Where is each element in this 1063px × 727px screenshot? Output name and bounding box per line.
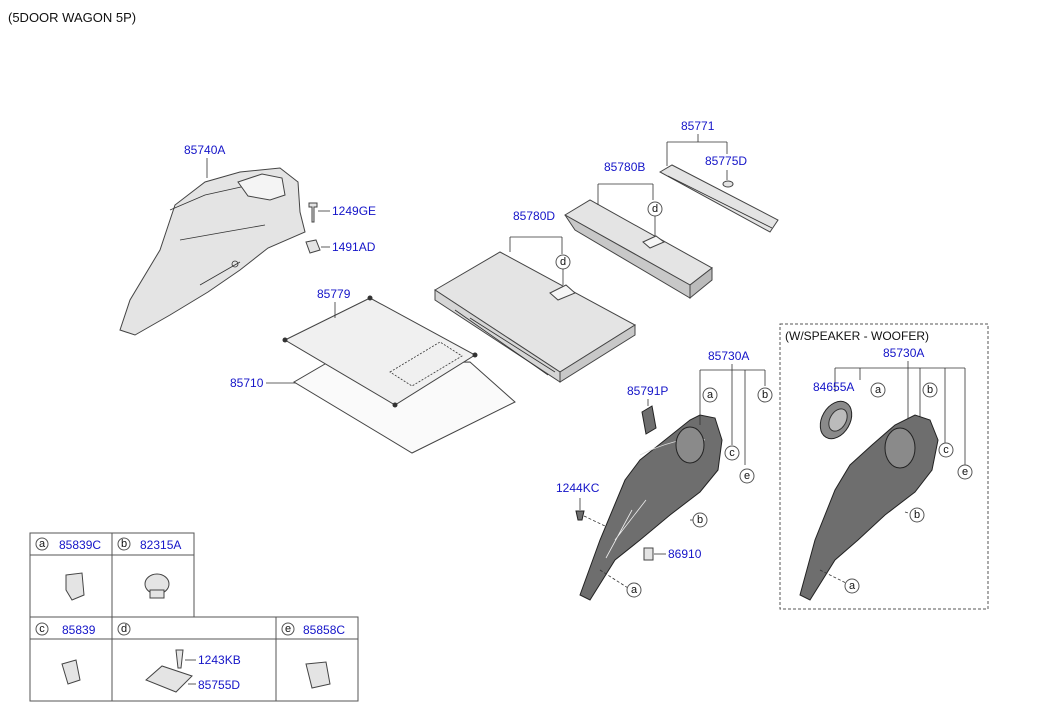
woofer-option-box [779, 323, 989, 610]
transverse-trim-part [658, 164, 779, 233]
svg-text:d: d [121, 623, 127, 635]
label-1249GE: 1249GE [332, 204, 376, 218]
svg-text:d: d [560, 256, 566, 268]
svg-text:b: b [697, 514, 703, 526]
legend-cell-e: e 85858C [281, 622, 345, 689]
callout-a-woofer-top: a [870, 382, 886, 398]
quarter-trim-left-part [119, 167, 306, 336]
svg-text:a: a [849, 580, 856, 592]
svg-text:a: a [707, 389, 714, 401]
svg-text:b: b [121, 538, 127, 550]
callout-a-main-bottom: a [626, 582, 642, 598]
cargo-mat-part [293, 361, 516, 454]
svg-text:a: a [875, 384, 882, 396]
legend-d-sub2: 85755D [198, 678, 240, 692]
label-85740A: 85740A [184, 143, 225, 157]
callout-a-main-top: a [702, 387, 718, 403]
callout-d-tray-front: d [555, 254, 571, 270]
callout-e-woofer: e [957, 464, 973, 480]
callout-b-main-top: b [757, 387, 773, 403]
legend-b-part: 82315A [140, 538, 181, 552]
woofer-box-title: (W/SPEAKER - WOOFER) [785, 329, 929, 343]
svg-text:b: b [762, 389, 768, 401]
callout-b-woofer-top: b [922, 382, 938, 398]
bolt-1244KC [575, 510, 585, 521]
svg-text:c: c [943, 444, 949, 456]
svg-text:a: a [631, 584, 638, 596]
legend-e-part: 85858C [303, 623, 345, 637]
clip-1491AD [305, 239, 321, 254]
label-85775D: 85775D [705, 154, 747, 168]
callout-e-main: e [739, 468, 755, 484]
svg-text:c: c [729, 447, 735, 459]
callout-b-main-bottom: b [692, 512, 708, 528]
svg-text:e: e [962, 466, 968, 478]
label-85780B: 85780B [604, 160, 645, 174]
legend-c-part: 85839 [62, 623, 96, 637]
label-85791P: 85791P [627, 384, 668, 398]
svg-text:b: b [914, 509, 920, 521]
svg-text:e: e [744, 470, 750, 482]
callout-d-tray-rear: d [647, 201, 663, 217]
svg-text:c: c [39, 623, 45, 635]
callout-a-woofer-bottom: a [844, 578, 860, 594]
legend-cell-c: c 85839 [35, 622, 96, 685]
screw-1249GE [308, 202, 318, 223]
grille-85791P [641, 405, 657, 435]
luggage-net-part [282, 295, 478, 408]
callout-b-woofer-bottom: b [909, 507, 925, 523]
legend-cell-b: b 82315A [117, 537, 181, 599]
label-85730A: 85730A [708, 349, 749, 363]
quarter-trim-right-part [579, 414, 723, 601]
label-85771: 85771 [681, 119, 715, 133]
quarter-trim-right-woofer-part [799, 414, 939, 601]
label-1244KC: 1244KC [556, 481, 600, 495]
callout-c-woofer: c [938, 442, 954, 458]
label-84655A: 84655A [813, 380, 854, 394]
svg-text:a: a [39, 538, 46, 550]
svg-text:d: d [652, 203, 658, 215]
legend-d-sub1: 1243KB [198, 653, 241, 667]
label-86910: 86910 [668, 547, 702, 561]
woofer-grille-84655A [819, 400, 853, 440]
legend-cell-d: d 1243KB 85755D [117, 622, 241, 693]
svg-text:b: b [927, 384, 933, 396]
svg-text:e: e [285, 623, 291, 635]
label-1491AD: 1491AD [332, 240, 376, 254]
clip-86910 [643, 547, 654, 561]
legend-table [29, 532, 359, 702]
label-85779: 85779 [317, 287, 351, 301]
callout-c-main: c [724, 445, 740, 461]
plug-85775D [722, 180, 734, 188]
label-85710: 85710 [230, 376, 264, 390]
label-85730A-woofer: 85730A [883, 346, 924, 360]
legend-cell-a: a 85839C [35, 537, 101, 601]
luggage-tray-rear-part [564, 199, 713, 300]
luggage-tray-front-part [434, 251, 636, 383]
legend-a-part: 85839C [59, 538, 101, 552]
label-85780D: 85780D [513, 209, 555, 223]
diagram-title: (5DOOR WAGON 5P) [8, 10, 136, 25]
